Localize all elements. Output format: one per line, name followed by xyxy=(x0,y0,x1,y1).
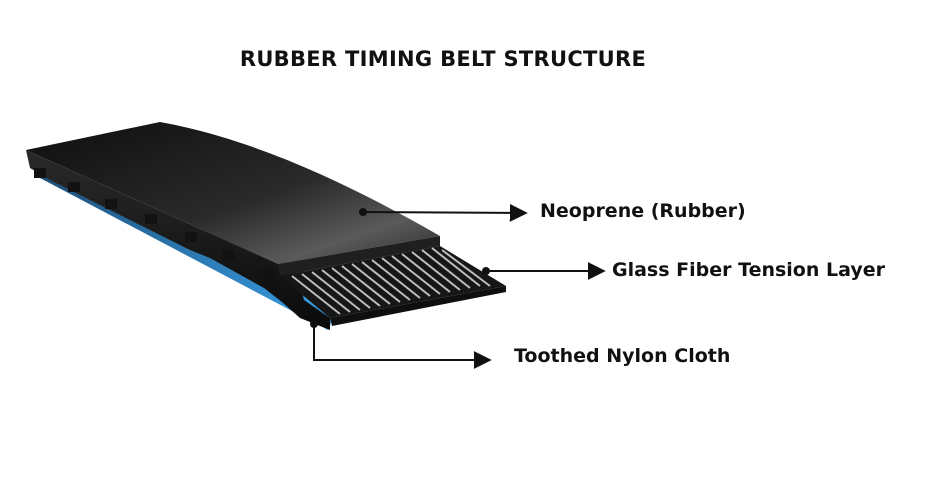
neoprene-arrow xyxy=(362,203,528,222)
callout-arrows xyxy=(310,203,606,369)
glass-fiber-cords xyxy=(291,247,491,315)
nylon-cloth-label: Toothed Nylon Cloth xyxy=(514,345,731,367)
neoprene-top-face xyxy=(26,122,440,264)
neoprene-label: Neoprene (Rubber) xyxy=(540,200,746,222)
belt-cross-section xyxy=(278,236,440,276)
belt-front-edge xyxy=(330,286,506,326)
glass-fiber-layer xyxy=(280,246,506,318)
glass-fiber-label: Glass Fiber Tension Layer xyxy=(612,259,885,281)
nylon-arrow xyxy=(313,324,492,369)
belt-teeth xyxy=(34,168,274,278)
belt-side-face xyxy=(26,150,330,330)
diagram-title: RUBBER TIMING BELT STRUCTURE xyxy=(239,47,647,71)
